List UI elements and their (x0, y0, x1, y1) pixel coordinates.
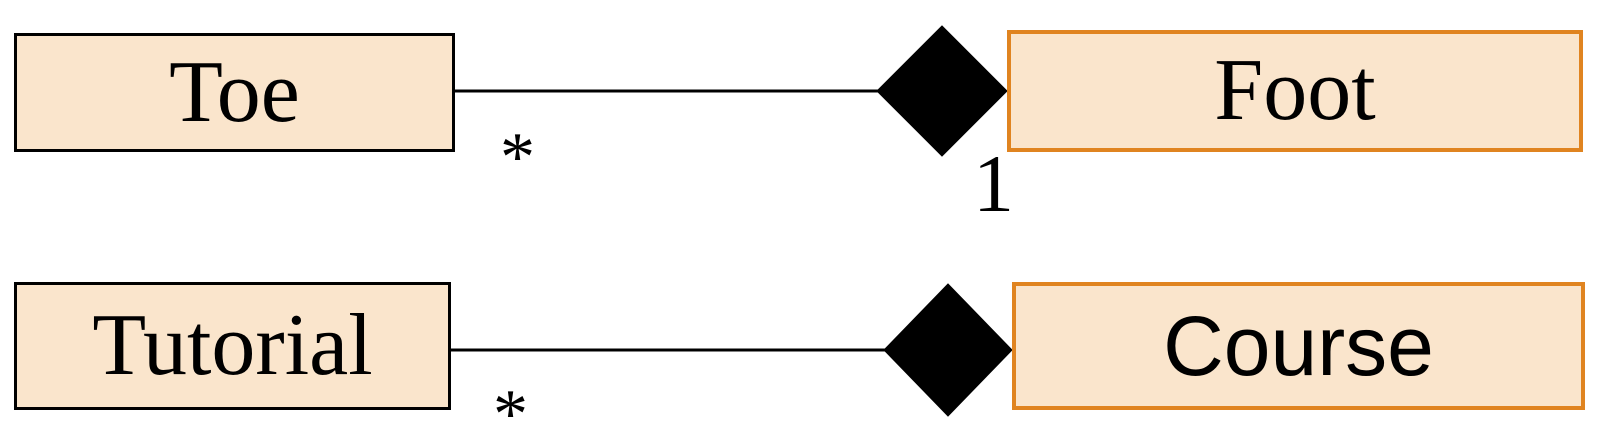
composition-diamond-icon (883, 283, 1013, 417)
composition-connector-tutorial-course (451, 283, 1013, 417)
class-name-toe: Toe (169, 43, 300, 141)
multiplicity-label-toe-many: * (500, 119, 535, 196)
multiplicity-label-tutorial-many: * (493, 376, 528, 443)
class-name-foot: Foot (1214, 42, 1376, 139)
composition-diamond-icon (876, 25, 1008, 157)
multiplicity-label-foot-one: 1 (973, 138, 1014, 229)
class-box-tutorial: Tutorial (14, 282, 451, 410)
class-box-course: Course (1012, 282, 1585, 410)
class-box-toe: Toe (14, 33, 455, 152)
class-name-tutorial: Tutorial (92, 297, 373, 394)
class-name-course: Course (1163, 299, 1434, 393)
class-box-foot: Foot (1007, 30, 1583, 152)
composition-connector-toe-foot (455, 25, 1008, 157)
